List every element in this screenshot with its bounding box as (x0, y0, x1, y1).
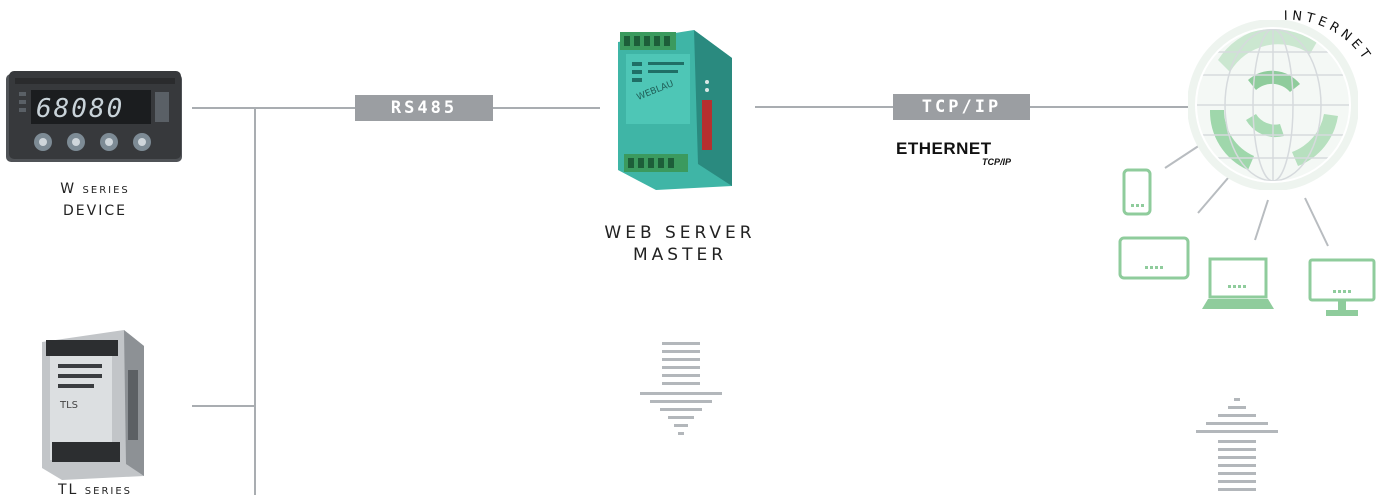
master-line2: MASTER (632, 245, 728, 265)
internet-arc-text: INTERNET (1284, 9, 1371, 65)
laptop-icon (1202, 257, 1274, 309)
ethernet-logo-text: ETHERNET (896, 139, 992, 158)
tl-series-device-image (42, 330, 144, 480)
ethernet-logo-subtext: TCP/IP (982, 157, 1012, 167)
w-series-line1: W series (60, 181, 130, 197)
tl-series-caption: TL series (15, 479, 175, 501)
w-series-device-image (6, 71, 182, 162)
w-series-line2: DEVICE (63, 203, 127, 219)
master-line1: WEB SERVER (604, 223, 756, 243)
master-caption: WEB SERVER MASTER (560, 222, 800, 266)
web-server-master-image (618, 30, 732, 190)
w-series-caption: W series DEVICE (15, 178, 175, 222)
internet-globe-icon (1188, 20, 1358, 190)
tcpip-label: TCP/IP (893, 94, 1030, 120)
rs485-label: RS485 (355, 95, 493, 121)
tablet-icon (1118, 236, 1190, 280)
tl-series-line1: TL series (57, 482, 133, 498)
desktop-monitor-icon (1308, 258, 1376, 316)
up-arrow-icon (1196, 398, 1278, 491)
smartphone-icon (1122, 168, 1152, 216)
w-series-display: 68080 (36, 94, 125, 124)
svg-text:INTERNET: INTERNET (1284, 9, 1375, 65)
down-arrow-icon (640, 342, 722, 435)
tl-series-label: TLS (60, 400, 79, 411)
internet-arc-label: INTERNET (1284, 9, 1375, 65)
